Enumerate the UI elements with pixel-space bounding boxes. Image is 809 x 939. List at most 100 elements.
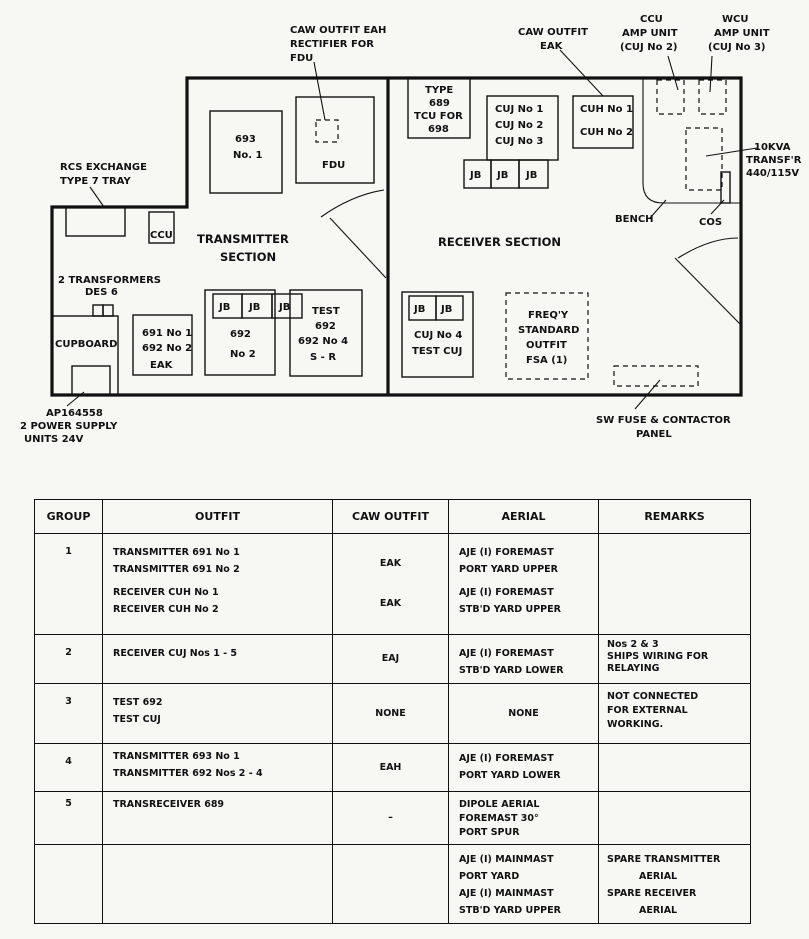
label-transf-2: TRANSF'R [746,155,802,166]
door-partition-leaf [329,217,387,279]
transformer-2 [102,304,114,317]
remarks-line: SPARE RECEIVER [607,888,697,899]
label-freq-2: STANDARD [518,325,579,336]
label-cuh2: CUH No 2 [580,127,633,138]
aerial-line: STB'D YARD UPPER [459,905,561,916]
cell-group [34,844,103,924]
power-supply-units [71,365,111,396]
remarks-line: NOT CONNECTED [607,691,699,702]
cell-aerial: DIPOLE AERIAL FOREMAST 30° PORT SPUR [448,791,599,845]
label-689-1: TYPE [425,85,453,96]
label-cuh1: CUH No 1 [580,104,633,115]
aerial-line: STB'D YARD UPPER [459,604,561,615]
table-row: 2 RECEIVER CUJ Nos 1 - 5 EAJ AJE (I) FOR… [34,634,751,684]
jb-box-t3 [271,293,303,319]
fdu-box [295,96,375,184]
aerial-line: PORT YARD UPPER [459,564,558,575]
label-freq-1: FREQ'Y [528,310,569,321]
ccu-amp-unit-dashed [656,79,685,115]
aerial-line: AJE (I) FOREMAST [459,587,554,598]
outfit-line: RECEIVER CUH No 1 [113,587,219,598]
transformer-leader [705,147,758,157]
cell-remarks: SPARE TRANSMITTER AERIAL SPARE RECEIVER … [598,844,751,924]
test-692-box [289,289,363,377]
cell-outfit: TRANSRECEIVER 689 [102,791,333,845]
compartment-plan: CAW OUTFIT EAH RECTIFIER FOR FDU FDU 693… [20,14,802,445]
label-swfuse-2: PANEL [636,429,672,440]
label-691-2: 692 No 2 [142,343,192,354]
cos-leader [710,199,725,215]
label-caw-eah-2: RECTIFIER FOR [290,39,374,50]
label-test692-4: S - R [310,352,336,363]
label-transformers-2: DES 6 [85,287,118,298]
wcu-amp-leader [709,55,713,93]
header-caw-outfit: CAW OUTFIT [332,499,449,534]
cell-caw-outfit: NONE [332,683,449,744]
label-rcs-1: RCS EXCHANGE [60,162,147,173]
label-cuj3: CUJ No 3 [495,136,543,147]
outfit-line: RECEIVER CUH No 2 [113,604,219,615]
aerial-line: STB'D YARD LOWER [459,665,564,676]
caw-eah-leader [313,61,326,121]
label-wcu-amp-3: (CUJ No 3) [708,42,765,53]
cell-aerial: AJE (I) FOREMAST PORT YARD LOWER [448,743,599,792]
remarks-line: Nos 2 & 3 [607,639,659,650]
outfit-line: TRANSMITTER 691 No 1 [113,547,240,558]
cupboard-box [51,315,119,396]
caw-line: EAK [379,558,402,569]
rcs-exchange-tray [65,206,126,237]
aerial-line: PORT YARD LOWER [459,770,561,781]
label-jb-r3: JB [525,170,537,181]
remarks-line: AERIAL [639,871,678,882]
table-row: 1 TRANSMITTER 691 No 1 TRANSMITTER 691 N… [34,533,751,635]
label-691-1: 691 No 1 [142,328,192,339]
caw-line: EAH [379,761,402,773]
outfit-line: RECEIVER CUJ Nos 1 - 5 [113,648,238,659]
header-aerial: AERIAL [448,499,599,534]
wcu-amp-unit-dashed [698,79,727,115]
label-691-3: EAK [150,360,174,371]
cell-outfit [102,844,333,924]
ap-leader [66,391,85,407]
door-partition [320,189,385,218]
label-cuj4-2: TEST CUJ [412,346,462,357]
freq-standard-dashed [505,292,589,380]
label-rcs-2: TYPE 7 TRAY [60,176,131,187]
label-bench: BENCH [615,214,654,225]
label-transf-3: 440/115V [746,168,799,179]
label-transf-1: 10KVA [754,142,791,153]
label-ccu-amp-1: CCU [640,14,663,25]
remarks-line: RELAYING [607,663,660,674]
sw-fuse-panel-dashed [613,365,699,387]
table-row: 3 TEST 692 TEST CUJ NONE NONE NOT CONNEC… [34,683,751,744]
label-689-3: TCU FOR [414,111,463,122]
header-outfit: OUTFIT [102,499,333,534]
label-jb-r2: JB [496,170,508,181]
door-right-leaf [674,257,742,326]
header-remarks: REMARKS [598,499,751,534]
label-ap-2: 2 POWER SUPPLY [20,421,118,432]
label-caw-eak-2: EAK [540,41,564,52]
table-row: AJE (I) MAINMAST PORT YARD AJE (I) MAINM… [34,844,751,924]
table-row: 5 TRANSRECEIVER 689 – DIPOLE AERIAL FORE… [34,791,751,845]
aerial-line: NONE [508,707,539,719]
label-fdu: FDU [322,160,345,171]
label-cupboard: CUPBOARD [55,339,117,350]
transmitter-693-box [209,110,283,194]
cell-group: 2 [34,634,103,684]
cell-outfit: TEST 692 TEST CUJ [102,683,333,744]
label-693-no1: No. 1 [233,150,263,161]
aerial-allocation-table: GROUP OUTFIT CAW OUTFIT AERIAL REMARKS 1… [34,499,751,924]
label-jb-t3: JB [278,302,290,313]
remarks-line: SHIPS WIRING FOR [607,651,709,662]
cell-caw-outfit: EAJ [332,634,449,684]
door-right [677,237,739,259]
label-wcu-amp-2: AMP UNIT [714,28,770,39]
cell-remarks [598,791,751,845]
aerial-line: FOREMAST 30° [459,813,539,824]
label-jb-c1: JB [413,304,425,315]
bench-outline [642,78,741,204]
label-jb-t1: JB [218,302,230,313]
aerial-line: PORT SPUR [459,827,520,838]
fdu-rectifier-dashed [315,119,339,143]
